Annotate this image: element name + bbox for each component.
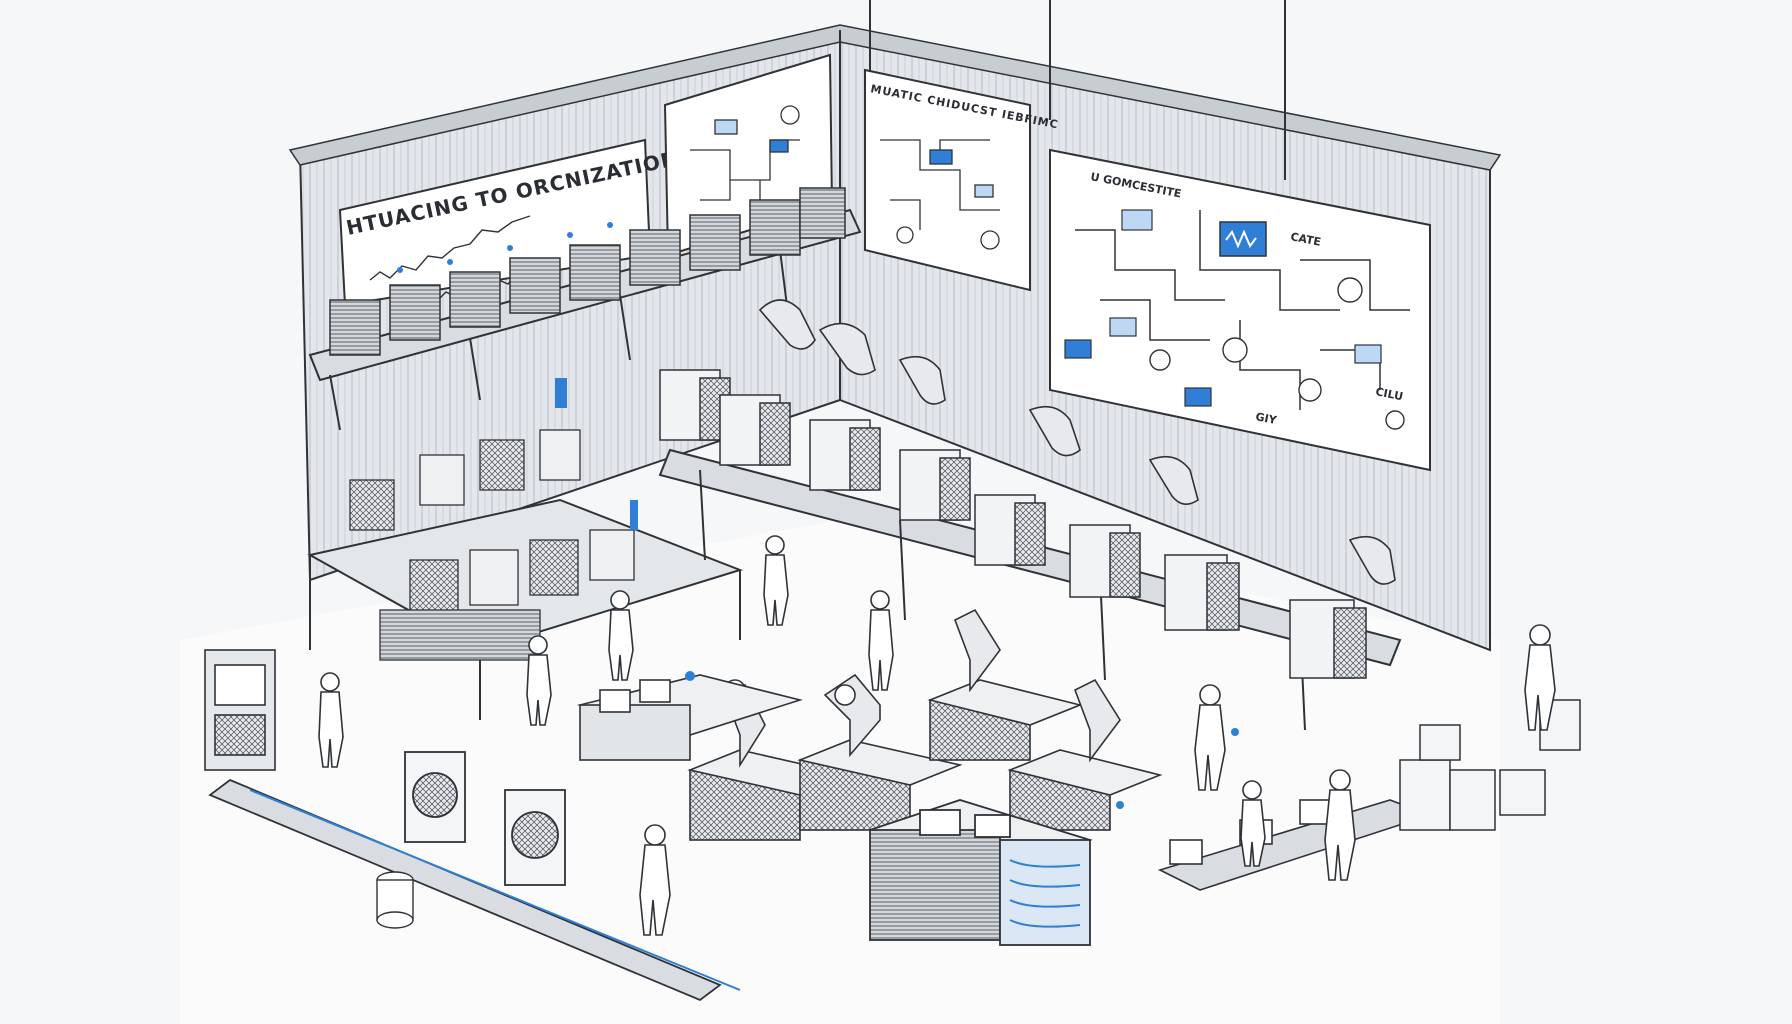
control-cabinet [204,649,276,771]
robot-station-4 [1007,678,1163,831]
worker-front-left [639,824,671,936]
worker-right-c [1324,769,1356,881]
packing-table-left [576,674,803,761]
wall-top-trim [288,24,1502,171]
pallet-units-center [867,799,1093,946]
worker-cabinet [318,672,344,768]
worker-center-d [868,590,894,691]
worker-right-b [1240,780,1266,867]
robot-station-3 [927,608,1083,761]
workers [318,535,1556,936]
robot-station-2 [797,673,963,831]
flowchart-board-right: U GOMCESTITE CATE GIY CILU [1049,148,1431,472]
worker-center-a [526,635,552,726]
worker-far-right [1524,624,1556,731]
right-board-label-c: CILU [1374,385,1404,403]
packing-conveyor-right [1157,799,1433,891]
wall-robot-arms [758,299,1396,585]
blue-accents [555,378,1239,809]
assembly-line-ac-units [659,369,1367,679]
worker-center-c [763,535,789,626]
front-conveyor [208,751,741,1002]
worker-right-a [1194,684,1226,791]
mezzanine-ac-units [329,187,846,356]
cable-spools [376,871,414,929]
right-board-label-b: GIY [1254,410,1278,427]
worker-center-b [608,590,634,681]
right-board-label-a: CATE [1289,230,1322,249]
storage-shelving-left [307,429,744,720]
